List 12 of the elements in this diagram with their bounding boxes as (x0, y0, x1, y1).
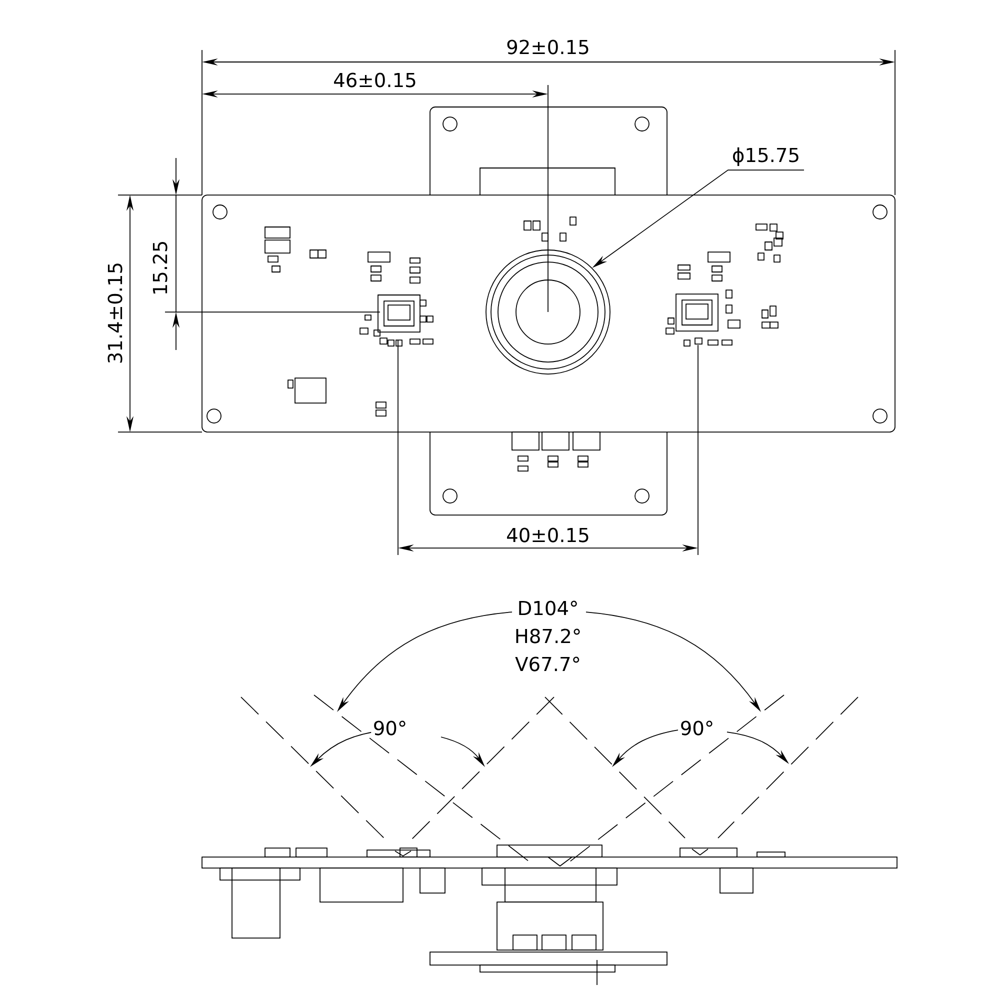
angle-text: V67.7° (513, 654, 583, 674)
diameter-text: ϕ15.75 (733, 147, 798, 166)
angle-text: H87.2° (512, 626, 584, 646)
lens-circle (486, 250, 610, 374)
angle-text: 90° (371, 718, 409, 738)
dimension-text: 15.25 (150, 238, 170, 298)
angle-text: D104° (516, 598, 580, 618)
dimension-text: 31.4±0.15 (106, 260, 124, 366)
angle-text: 90° (678, 718, 716, 738)
dimension-text: 40±0.15 (504, 526, 592, 544)
dimension-text: 92±0.15 (504, 38, 592, 56)
dimension-text: 46±0.15 (331, 70, 419, 90)
